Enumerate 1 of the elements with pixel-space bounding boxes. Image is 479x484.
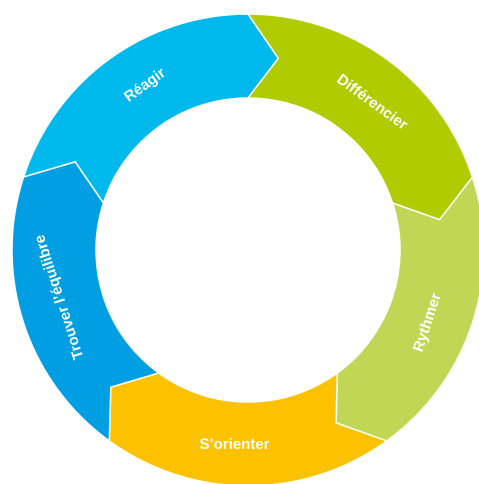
chevron-segment: S’orienter — [108, 372, 388, 484]
